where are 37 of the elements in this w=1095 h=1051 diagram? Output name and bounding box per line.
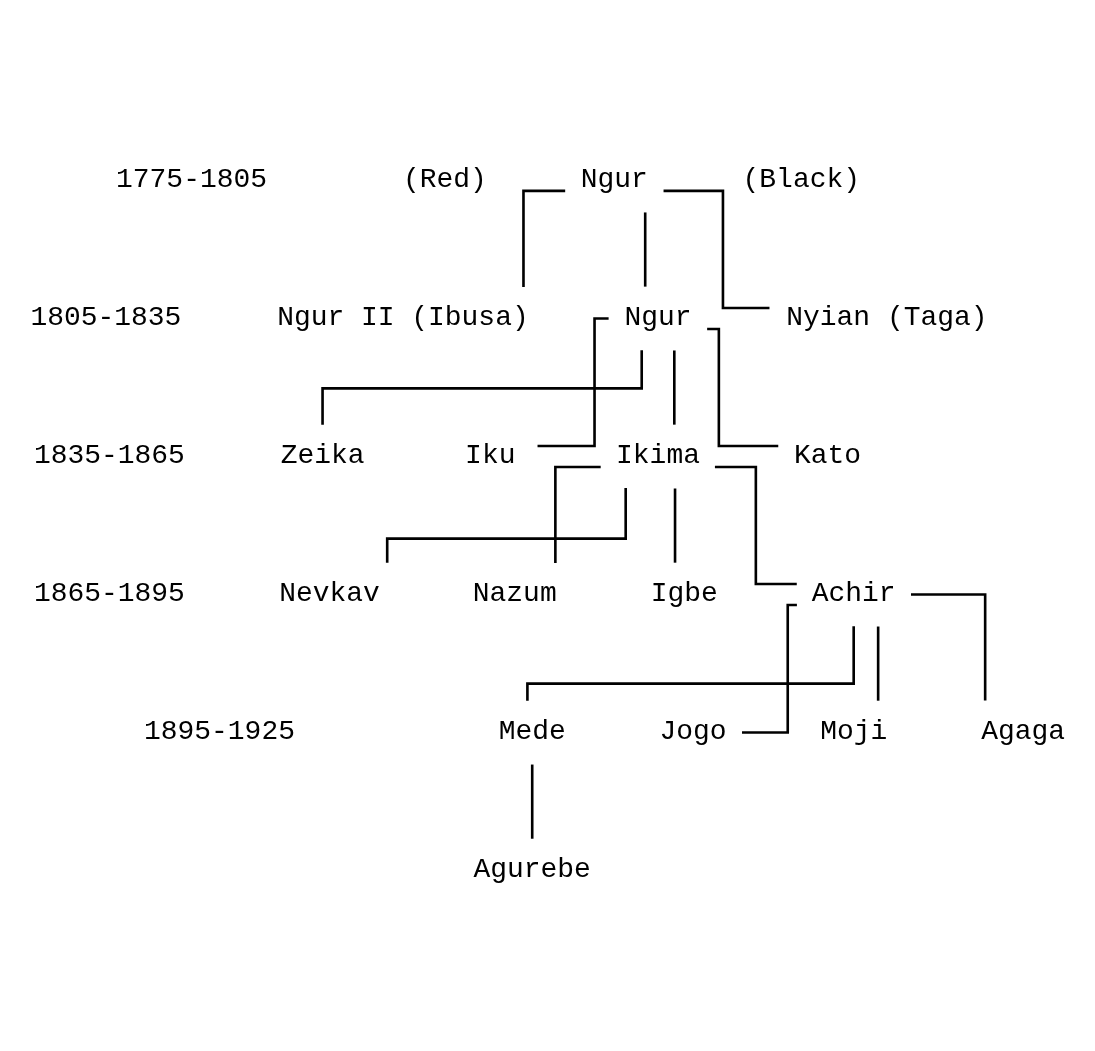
connector	[522, 189, 566, 287]
connector	[673, 350, 676, 425]
node-text: Nyian (Taga)	[786, 302, 988, 334]
node-text: Ngur II (Ibusa)	[277, 302, 529, 334]
node-text: Agaga	[981, 716, 1066, 748]
node-text: Ngur	[624, 302, 692, 334]
label: (Red)	[402, 164, 487, 196]
label: 1895-1925	[144, 716, 295, 748]
connector	[643, 212, 647, 287]
connector	[554, 465, 601, 563]
node-text: Ngur	[580, 164, 648, 196]
node-text: Ikima	[616, 440, 700, 472]
connector	[742, 603, 797, 734]
connector	[876, 626, 880, 701]
connector	[714, 465, 797, 586]
label: (Black)	[742, 164, 860, 196]
node-text: Moji	[820, 716, 888, 748]
node-text: Agurebe	[473, 854, 591, 886]
node-text: Achir	[811, 578, 896, 610]
node-text: Mede	[498, 716, 566, 748]
node-text: Igbe	[650, 578, 718, 610]
label: 1805-1835	[30, 302, 182, 334]
node-text: Nazum	[472, 578, 557, 610]
label: 1835-1865	[33, 440, 185, 472]
connector	[673, 488, 677, 563]
label: 1775-1805	[116, 164, 267, 196]
connector	[663, 189, 770, 310]
node-text: Jogo	[659, 716, 727, 748]
connector	[385, 488, 627, 563]
connector	[911, 593, 987, 701]
node-text: Nevkav	[279, 578, 380, 610]
node-text: Zeika	[280, 440, 365, 472]
node-text: Iku	[465, 440, 516, 472]
connector	[321, 350, 643, 425]
connector	[530, 764, 534, 839]
node-text: Kato	[793, 440, 862, 472]
label: 1865-1895	[33, 578, 185, 610]
